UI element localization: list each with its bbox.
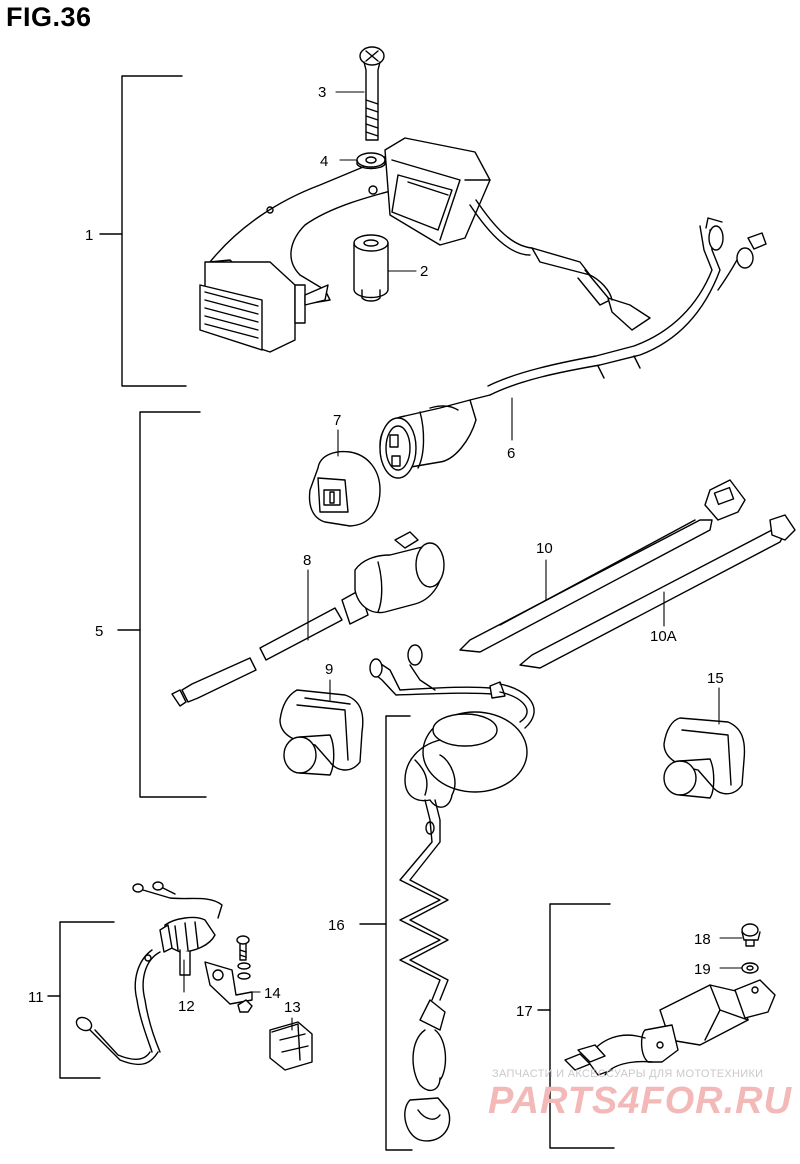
- group-bracket-11: [47, 921, 115, 1079]
- leader-lines: [183, 91, 743, 1031]
- callout-12: 12: [178, 998, 195, 1015]
- part-switch-assembly[interactable]: [74, 881, 223, 1066]
- callout-11: 11: [28, 989, 44, 1006]
- group-bracket-17: [537, 903, 615, 1149]
- part-cable-tie[interactable]: [459, 479, 746, 653]
- part-cable-tie-alt[interactable]: [519, 514, 796, 669]
- callout-3: 3: [318, 84, 326, 101]
- part-switch-bracket[interactable]: [204, 935, 253, 1013]
- callout-10: 10: [536, 540, 553, 557]
- watermark-tagline: ЗАПЧАСТИ И АКСЕССУАРЫ ДЛЯ МОТОТЕХНИКИ: [492, 1068, 764, 1080]
- callout-labels: 1 2 3 4 5 6 7 8 9 10 10A 11 12 13 14 15 …: [28, 84, 724, 1020]
- part-washer-small[interactable]: [741, 962, 759, 974]
- callout-14: 14: [264, 985, 281, 1002]
- callout-6: 6: [507, 445, 515, 462]
- callout-13: 13: [284, 999, 301, 1016]
- group-bracket-5: [117, 411, 207, 798]
- part-screw[interactable]: [741, 923, 761, 947]
- callout-19: 19: [694, 961, 711, 978]
- callout-2: 2: [420, 263, 428, 280]
- part-harness-assembly[interactable]: [564, 979, 776, 1076]
- group-bracket-1: [99, 75, 187, 387]
- callout-7: 7: [333, 412, 341, 429]
- part-bolt[interactable]: [359, 46, 385, 141]
- part-clip[interactable]: [269, 1021, 313, 1071]
- watermark-logo: PARTS4FOR.RU: [488, 1080, 793, 1122]
- callout-8: 8: [303, 552, 311, 569]
- callout-4: 4: [320, 153, 328, 170]
- group-bracket-16: [359, 715, 413, 1151]
- callout-1: 1: [85, 227, 93, 244]
- part-cap[interactable]: [308, 450, 381, 527]
- figure-title: FIG.36: [6, 2, 92, 32]
- callout-18: 18: [694, 931, 711, 948]
- callout-16: 16: [328, 917, 345, 934]
- callout-10a: 10A: [650, 628, 677, 645]
- part-high-tension-cord[interactable]: [379, 217, 767, 479]
- callout-15: 15: [707, 670, 724, 687]
- part-grommet-a[interactable]: [279, 689, 364, 776]
- part-grommet-b[interactable]: [663, 717, 746, 799]
- part-stop-switch-lanyard[interactable]: [369, 644, 535, 1142]
- part-ignition-coil-assembly[interactable]: [199, 137, 651, 353]
- part-washer[interactable]: [356, 152, 386, 170]
- callout-9: 9: [325, 661, 333, 678]
- part-spacer[interactable]: [353, 234, 389, 302]
- callout-17: 17: [516, 1003, 533, 1020]
- callout-5: 5: [95, 623, 103, 640]
- part-high-tension-wire[interactable]: [171, 531, 445, 707]
